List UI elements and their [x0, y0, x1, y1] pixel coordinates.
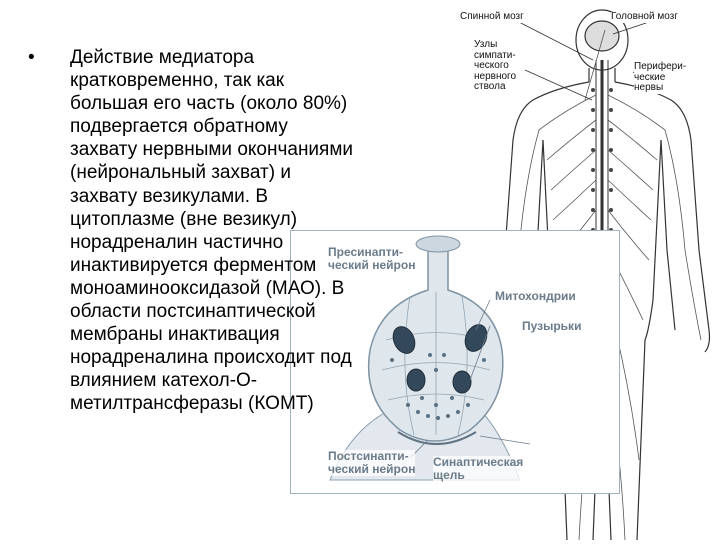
label-brain: Головной мозг	[611, 11, 678, 23]
label-sympathetic-ganglia: Узлы симпати- ческого нервного ствола	[474, 39, 517, 92]
bullet-dot: •	[28, 47, 35, 68]
label-spinal-cord: Спинной мозг	[460, 11, 524, 23]
bullet-item: • Действие медиатора кратковременно, так…	[28, 46, 448, 416]
label-vesicles: Пузырьки	[522, 319, 582, 334]
vesicle-dots	[390, 353, 486, 420]
label-peripheral-nerves: Перифери- ческие нервы	[634, 61, 687, 94]
mitochondria-shapes	[392, 324, 488, 394]
label-postsynaptic-neuron: Постсинапти- ческий нейрон	[328, 449, 416, 477]
label-mitochondria: Митохондрии	[495, 289, 576, 304]
label-presynaptic-neuron: Пресинапти- ческий нейрон	[328, 245, 416, 273]
label-synaptic-cleft: Синаптическая щель	[433, 455, 524, 483]
synapse-figure: Пресинапти- ческий нейрон Митохондрии Пу…	[289, 229, 621, 495]
bullet-text: Действие медиатора кратковременно, так к…	[70, 47, 354, 415]
